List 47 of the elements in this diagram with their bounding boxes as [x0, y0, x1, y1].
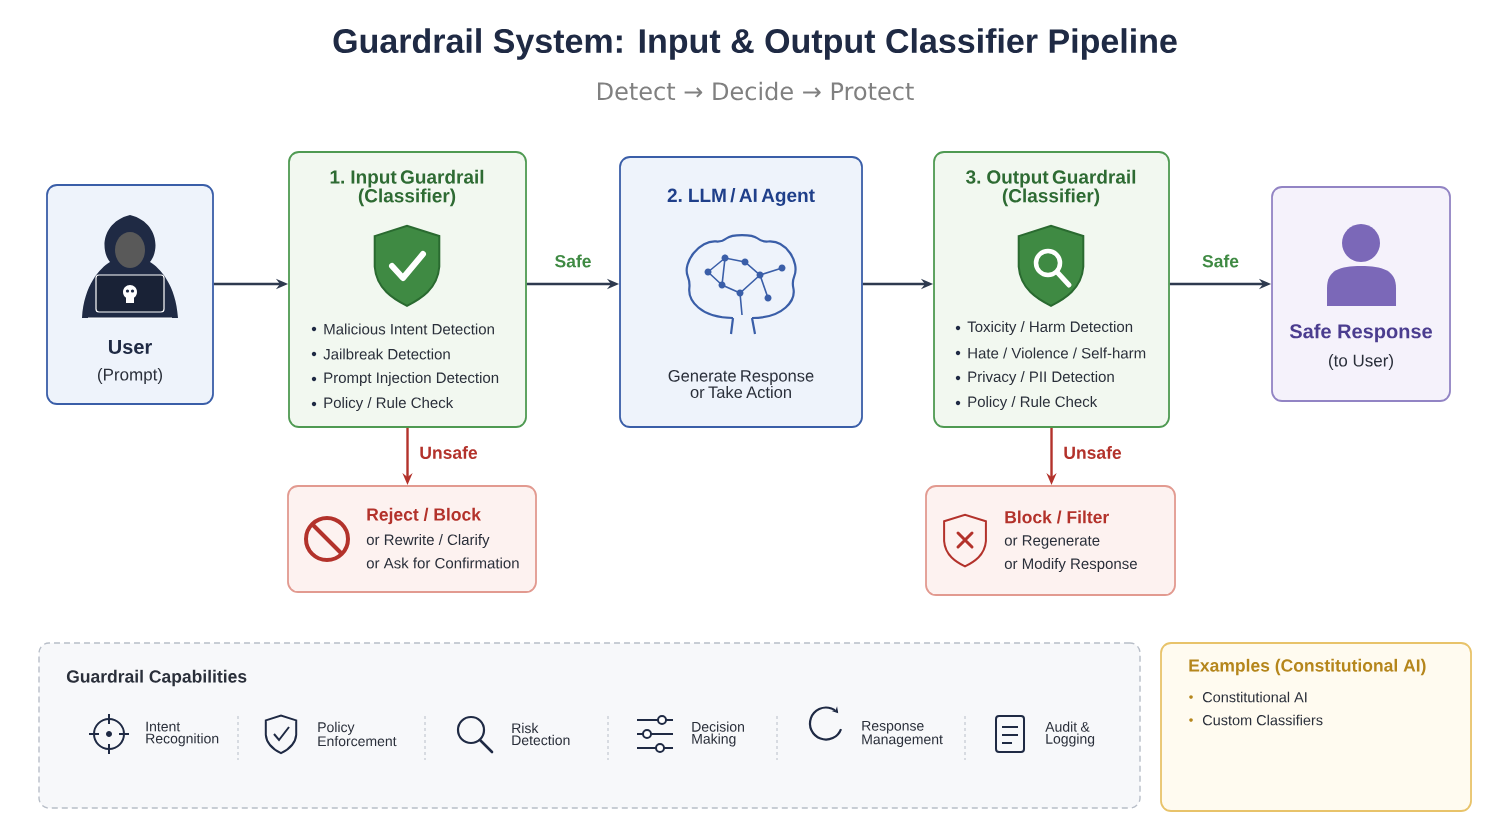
bullet-item: Policy / Rule Check — [311, 397, 454, 411]
box-heading: Safe Response — [1289, 323, 1432, 343]
capability-label: Policy Enforcement — [318, 721, 397, 747]
bullet-item: Privacy / PII Detection — [955, 371, 1114, 385]
bullet-item: Toxicity / Harm Detection — [955, 321, 1133, 335]
box-text: or Rewrite / Clarify — [366, 534, 490, 548]
box-heading: Block / Filter — [1005, 510, 1109, 524]
bullet-item: Hate / Violence / Self-harm — [955, 347, 1146, 359]
capability-label: Risk Detection — [512, 722, 570, 746]
box-heading: Reject / Block — [367, 507, 481, 525]
edge-label: Safe — [1200, 252, 1241, 270]
box-heading: 1. Input Guardrail (Classifier) — [330, 169, 484, 207]
panel-heading: Guardrail Capabilities — [66, 669, 247, 687]
box-heading: 2. LLM / AI Agent — [667, 188, 815, 206]
bullet-item: Malicious Intent Detection — [311, 323, 494, 335]
capability-label: Decision Making — [692, 721, 744, 747]
bullet-item: Constitutional AI — [1189, 691, 1307, 703]
box-text: or Regenerate — [1004, 535, 1100, 549]
capability-label: Response Management — [862, 720, 943, 748]
edge-label: Safe — [552, 252, 594, 270]
classifier-box — [288, 151, 527, 428]
box-heading: 3. Output Guardrail (Classifier) — [966, 169, 1136, 207]
action-box — [287, 485, 537, 593]
capability-label: Intent Recognition — [146, 721, 219, 747]
bullet-item: Custom Classifiers — [1189, 714, 1323, 726]
bullet-item: Prompt Injection Detection — [311, 372, 499, 386]
capability-label: Audit & Logging — [1045, 721, 1095, 747]
edge-label: Unsafe — [1061, 444, 1124, 461]
response-box — [1271, 186, 1451, 402]
classifier-box — [933, 151, 1170, 428]
box-heading: User — [108, 340, 152, 354]
edge-label: Unsafe — [417, 444, 480, 461]
bullet-item: Jailbreak Detection — [311, 348, 450, 360]
box-text: or Ask for Confirmation — [366, 557, 519, 569]
action-box — [925, 485, 1176, 596]
capabilities-panel — [38, 642, 1141, 809]
title: Guardrail System: Input & Output Classifier Pipeline — [333, 28, 1177, 60]
examples-box — [1160, 642, 1472, 812]
box-subtitle: (Prompt) — [98, 368, 162, 384]
subtitle: Detect → Decide → Protect — [598, 81, 914, 101]
bullet-item: Policy / Rule Check — [955, 396, 1098, 410]
user-box — [46, 184, 214, 405]
box-text: Generate Response or Take Action — [668, 369, 814, 399]
box-text: or Modify Response — [1004, 558, 1137, 572]
box-heading: Examples (Constitutional AI) — [1189, 658, 1426, 676]
box-subtitle: (to User) — [1329, 354, 1393, 370]
agent-box — [619, 156, 863, 428]
